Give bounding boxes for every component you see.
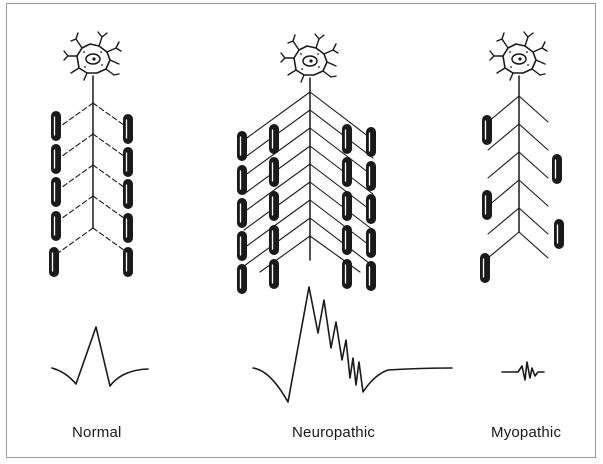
neuron-cell-body-icon [281, 34, 338, 82]
caption-myopathic: Myopathic [491, 424, 561, 441]
caption-neuropathic: Neuropathic [292, 424, 375, 441]
neuropathic-waveform [253, 287, 452, 402]
caption-normal: Normal [72, 424, 122, 441]
neuron-cell-body-icon [490, 32, 547, 80]
muscle-fiber-group [480, 115, 564, 283]
neuron-cell-body-icon [64, 32, 121, 80]
myopathic-waveform [502, 362, 544, 380]
normal-waveform [52, 327, 148, 386]
